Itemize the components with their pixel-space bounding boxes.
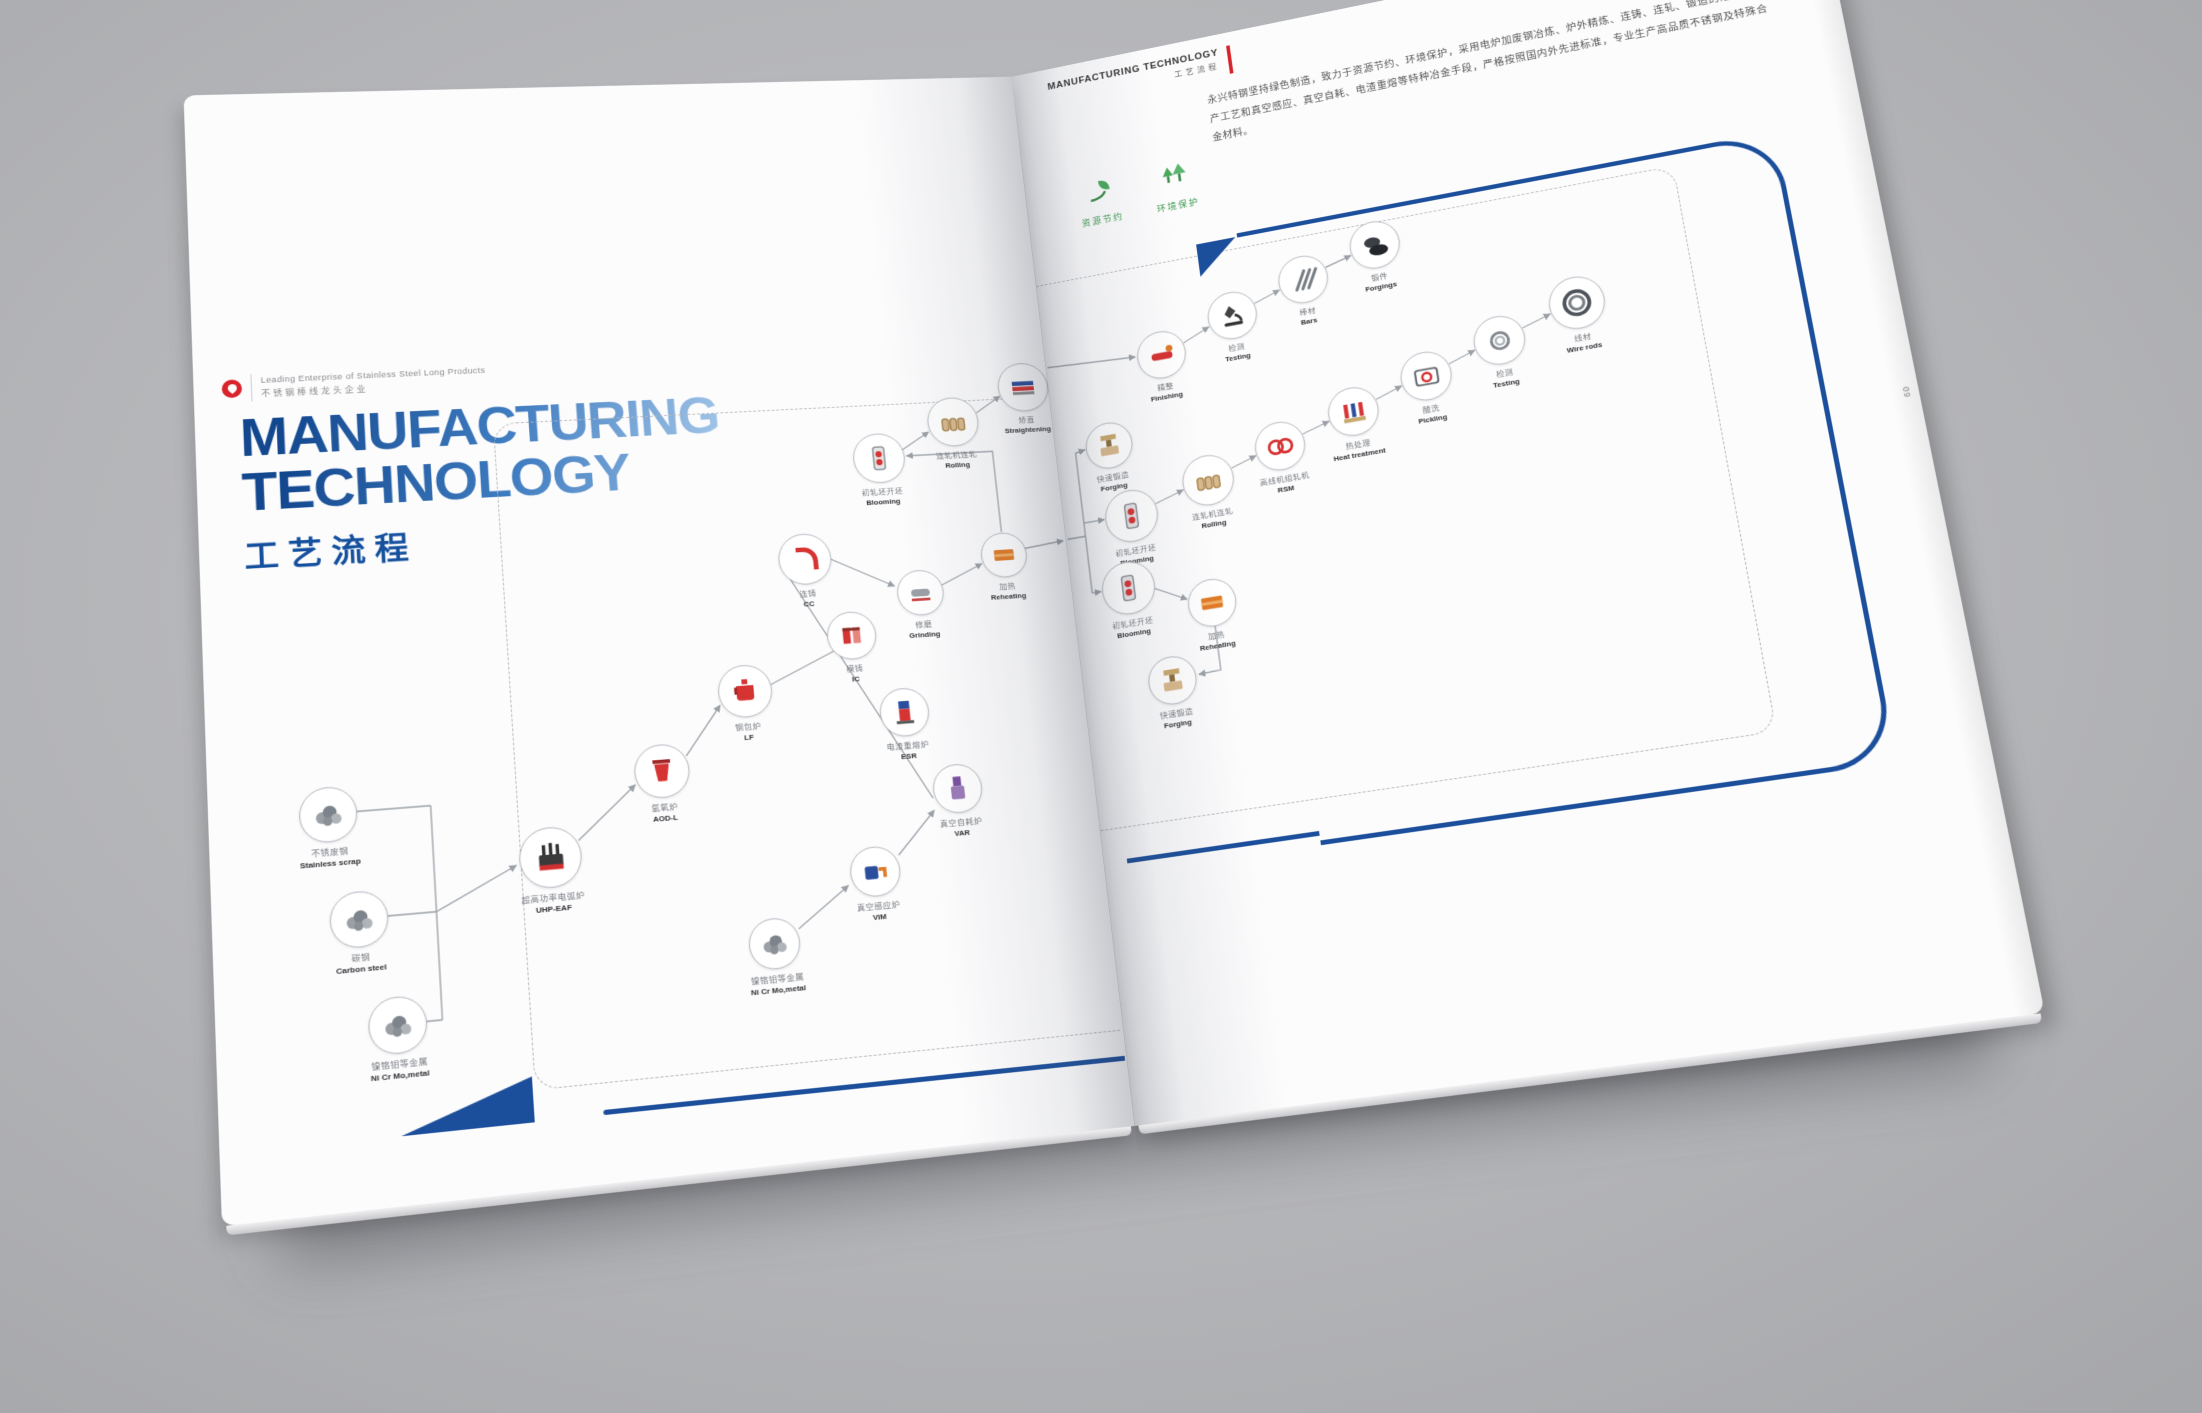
bars-icon bbox=[1275, 251, 1332, 308]
esr-icon bbox=[877, 686, 932, 739]
coil-big-icon bbox=[1545, 272, 1609, 334]
vim-icon bbox=[848, 844, 903, 899]
blooming-icon bbox=[850, 432, 908, 485]
forgings-icon bbox=[1346, 217, 1404, 273]
rolling-icon bbox=[1179, 451, 1237, 510]
heater-icon bbox=[1185, 575, 1240, 631]
var-icon bbox=[930, 762, 985, 815]
coil-gray-icon bbox=[1470, 311, 1529, 369]
finishing-icon bbox=[1134, 327, 1189, 383]
tank-icon bbox=[1397, 347, 1456, 405]
blooming-icon bbox=[1102, 485, 1161, 546]
coil-red-icon bbox=[1252, 417, 1309, 475]
caster-icon bbox=[776, 532, 834, 587]
aod-icon bbox=[632, 742, 692, 801]
scrap-icon bbox=[367, 994, 429, 1057]
trees-icon bbox=[1157, 159, 1191, 193]
brochure-spread: Leading Enterprise of Stainless Steel Lo… bbox=[221, 0, 1992, 1228]
scrap-icon bbox=[328, 889, 390, 951]
leaf-icon bbox=[1083, 173, 1116, 207]
ladle-icon bbox=[716, 663, 775, 720]
straighten-icon bbox=[995, 362, 1051, 413]
eaf-icon bbox=[517, 824, 584, 891]
scrap-icon bbox=[298, 785, 359, 845]
left-page: Leading Enterprise of Stainless Steel Lo… bbox=[184, 77, 1135, 1227]
molds-icon bbox=[825, 610, 879, 662]
blooming-icon bbox=[1099, 557, 1158, 619]
right-page: MANUFACTURING TECHNOLOGY 工艺流程 资源节约 环境保护 … bbox=[1011, 0, 2044, 1126]
heater-icon bbox=[978, 531, 1030, 579]
scrap-icon bbox=[746, 916, 803, 972]
roller-icon bbox=[895, 568, 946, 617]
press-icon bbox=[1145, 652, 1200, 708]
rolling-icon bbox=[925, 396, 981, 448]
press-icon bbox=[1083, 418, 1136, 473]
heat-treat-icon bbox=[1324, 383, 1382, 440]
microscope-icon bbox=[1204, 287, 1260, 344]
